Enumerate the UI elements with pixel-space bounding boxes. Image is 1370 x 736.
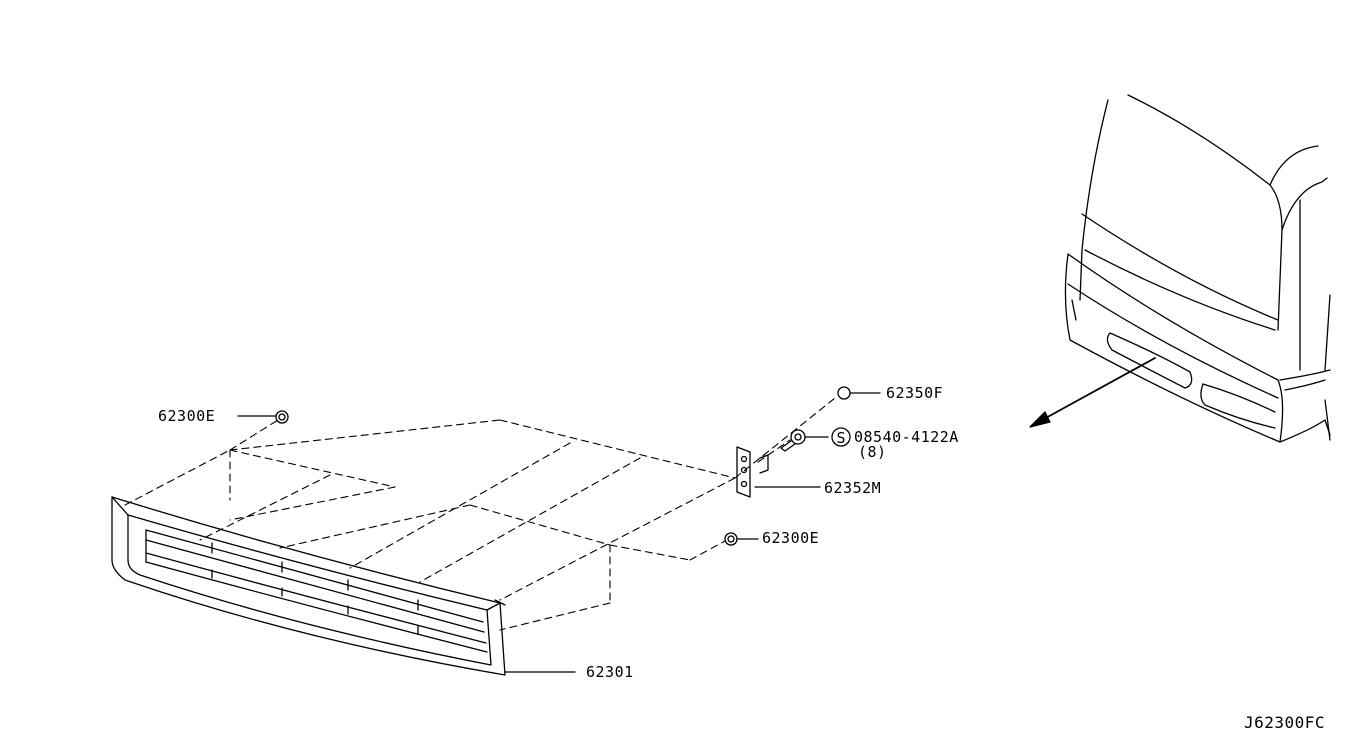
clip-top-part bbox=[837, 386, 881, 400]
callout-screw: 08540-4122A bbox=[854, 428, 959, 446]
grille-assembly bbox=[111, 496, 506, 676]
bracket-part bbox=[736, 446, 821, 498]
callout-bracket: 62352M bbox=[824, 479, 882, 497]
phantom-lines bbox=[124, 397, 836, 631]
diagram-id: J62300FC bbox=[1244, 713, 1326, 732]
clip-left-part bbox=[237, 410, 289, 424]
location-arrow bbox=[1029, 357, 1156, 428]
vehicle-locator bbox=[1064, 94, 1331, 443]
screw-symbol: S bbox=[836, 429, 845, 447]
callout-grille: 62301 bbox=[586, 663, 634, 681]
callout-clip-top: 62350F bbox=[886, 384, 944, 402]
callout-clip-right: 62300E bbox=[762, 529, 820, 547]
clip-right-part bbox=[724, 532, 759, 546]
screw-part bbox=[780, 427, 851, 452]
callout-clip-left: 62300E bbox=[158, 407, 216, 425]
callout-screw-qty: (8) bbox=[858, 443, 887, 461]
